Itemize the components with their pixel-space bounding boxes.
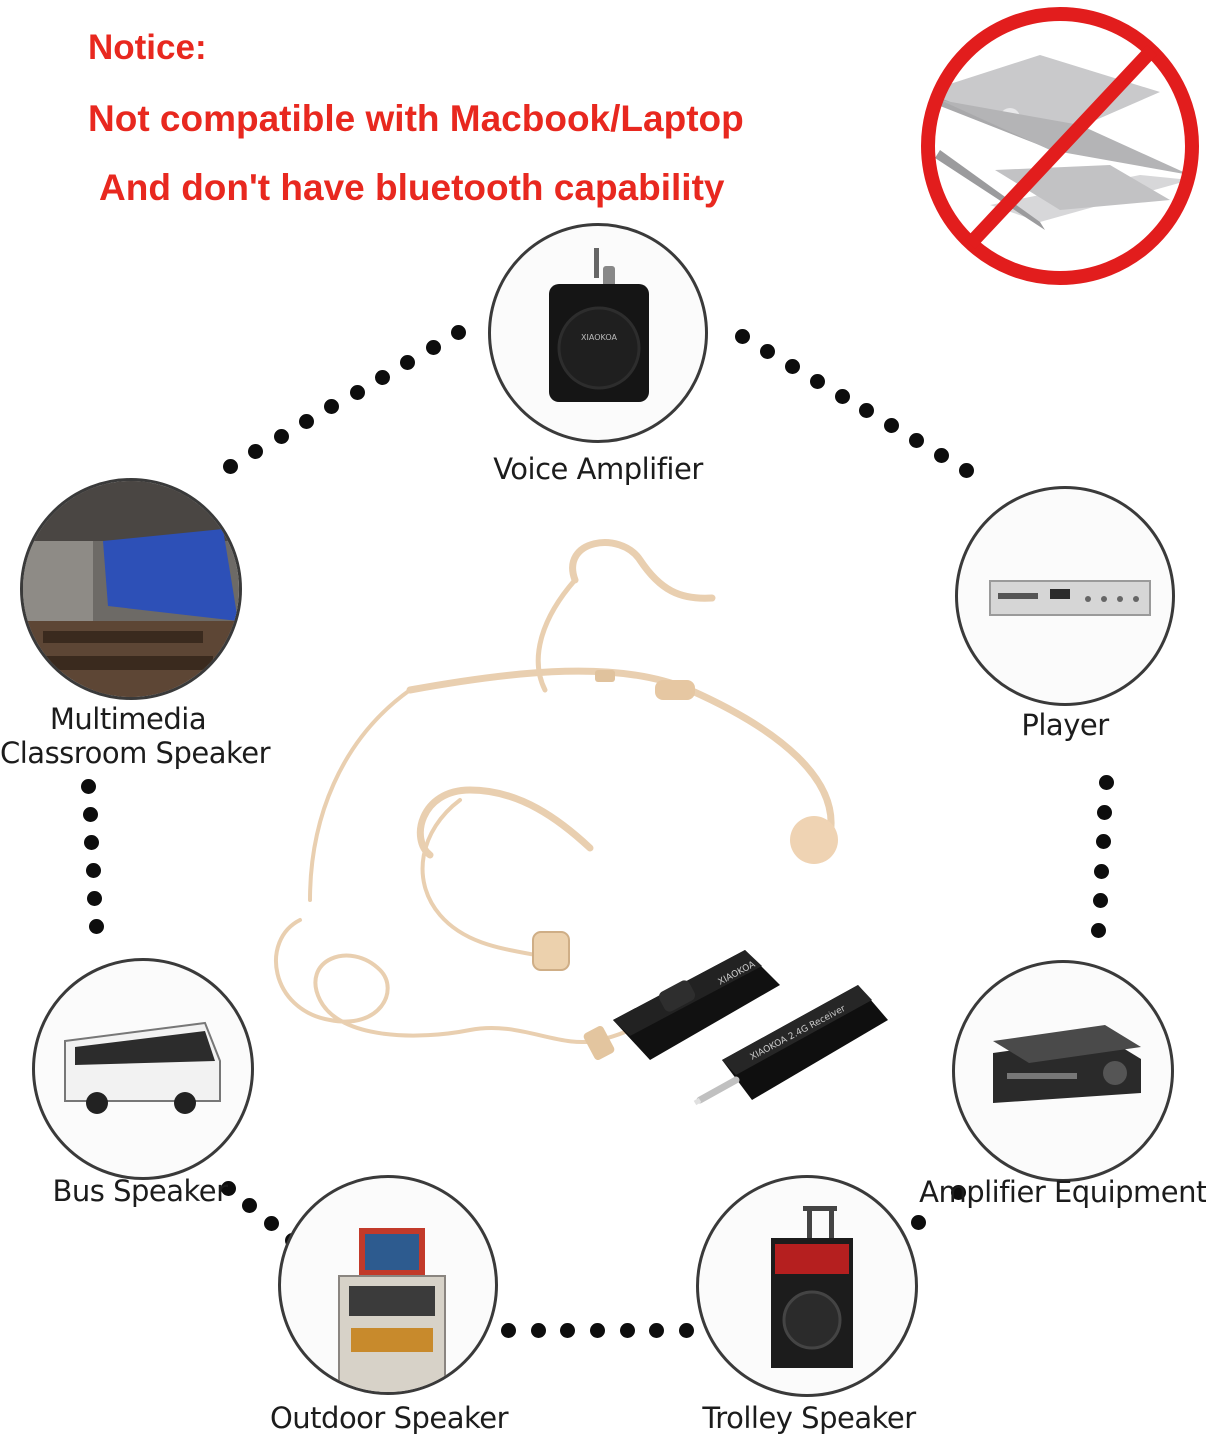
connector-dot [85, 863, 101, 878]
connector-dot [911, 1215, 926, 1230]
outdoor-speaker-circle [278, 1175, 498, 1395]
connector-dot [1095, 834, 1111, 850]
outdoor-speaker-image [338, 1228, 446, 1392]
connector-dot [560, 1323, 576, 1338]
connector-dot [1099, 775, 1114, 790]
connector-dot [375, 369, 390, 385]
notice-bluetooth: And don't have bluetooth capability [99, 167, 725, 208]
connector-dot [759, 343, 775, 359]
classroom-label-line2: Classroom Speaker [0, 736, 271, 770]
connector-dot [242, 1198, 258, 1214]
connector-dot [1092, 893, 1108, 909]
player-label: Player [1021, 708, 1109, 742]
connector-dot [951, 1185, 966, 1200]
connector-dot [834, 388, 850, 404]
connector-dot [299, 414, 314, 430]
connector-dot [221, 1181, 236, 1196]
trolley-speaker-label: Trolley Speaker [702, 1401, 916, 1435]
connector-dot [1097, 804, 1113, 820]
connector-dot [273, 429, 289, 445]
amplifier-brand-text: XIAOKOA [581, 333, 617, 342]
connector-dot [248, 444, 264, 460]
classroom-label-line1: Multimedia [49, 702, 207, 736]
connector-dot [84, 835, 100, 850]
connector-dot [619, 1323, 635, 1338]
transmitter-brand-text: XIAOKOA [717, 959, 758, 987]
trolley-speaker-image [771, 1206, 853, 1368]
amplifier-equipment-circle [952, 960, 1174, 1182]
connector-dot [859, 403, 875, 419]
connector-dot [324, 399, 340, 415]
connector-dot [81, 779, 96, 794]
connector-dot [89, 919, 104, 934]
connector-dot [451, 325, 466, 340]
connector-dot [934, 448, 950, 464]
wireless-receiver: XIAOKOA 2.4G Receiver [693, 985, 888, 1106]
notice-title: Notice: [88, 28, 207, 67]
bus-speaker-label: Bus Speaker [52, 1174, 228, 1208]
bus-image [64, 1021, 221, 1114]
connector-dot [1091, 923, 1106, 938]
voice-amplifier-circle: XIAOKOA [488, 223, 708, 443]
outdoor-speaker-label: Outdoor Speaker [269, 1401, 509, 1435]
connector-dot [1094, 863, 1110, 879]
player-circle [955, 486, 1175, 706]
notice-compatibility: Not compatible with Macbook/Laptop [88, 98, 744, 139]
connector-dot [735, 329, 750, 344]
wireless-transmitter: XIAOKOA [583, 950, 780, 1060]
amplifier-equipment-image [993, 1025, 1141, 1103]
voice-amplifier-image: XIAOKOA [549, 248, 649, 402]
classroom-image [23, 481, 239, 697]
connector-dot [884, 418, 900, 434]
connector-dot [82, 807, 98, 822]
connector-dot [425, 339, 441, 355]
connector-dot [649, 1323, 665, 1338]
connector-dot [530, 1323, 546, 1338]
receiver-brand-text: XIAOKOA 2.4G Receiver [749, 1004, 848, 1063]
amplifier-equipment-label: Amplifier Equipment [919, 1175, 1206, 1209]
trolley-speaker-circle [696, 1175, 918, 1397]
connector-dot [809, 373, 825, 389]
connector-dot [959, 463, 974, 478]
connector-dot [784, 358, 800, 374]
player-image [989, 580, 1151, 616]
connector-dot [590, 1323, 605, 1338]
connector-dot [909, 433, 925, 449]
connector-dot [263, 1215, 279, 1231]
connector-dot [400, 354, 416, 370]
voice-amplifier-label: Voice Amplifier [493, 452, 703, 486]
connector-dot [679, 1323, 694, 1338]
connector-dot [501, 1323, 516, 1338]
connector-dot [349, 384, 365, 400]
bus-speaker-circle [32, 958, 254, 1180]
classroom-circle [20, 478, 242, 700]
connector-dot [223, 459, 238, 474]
connector-dot [87, 891, 103, 906]
